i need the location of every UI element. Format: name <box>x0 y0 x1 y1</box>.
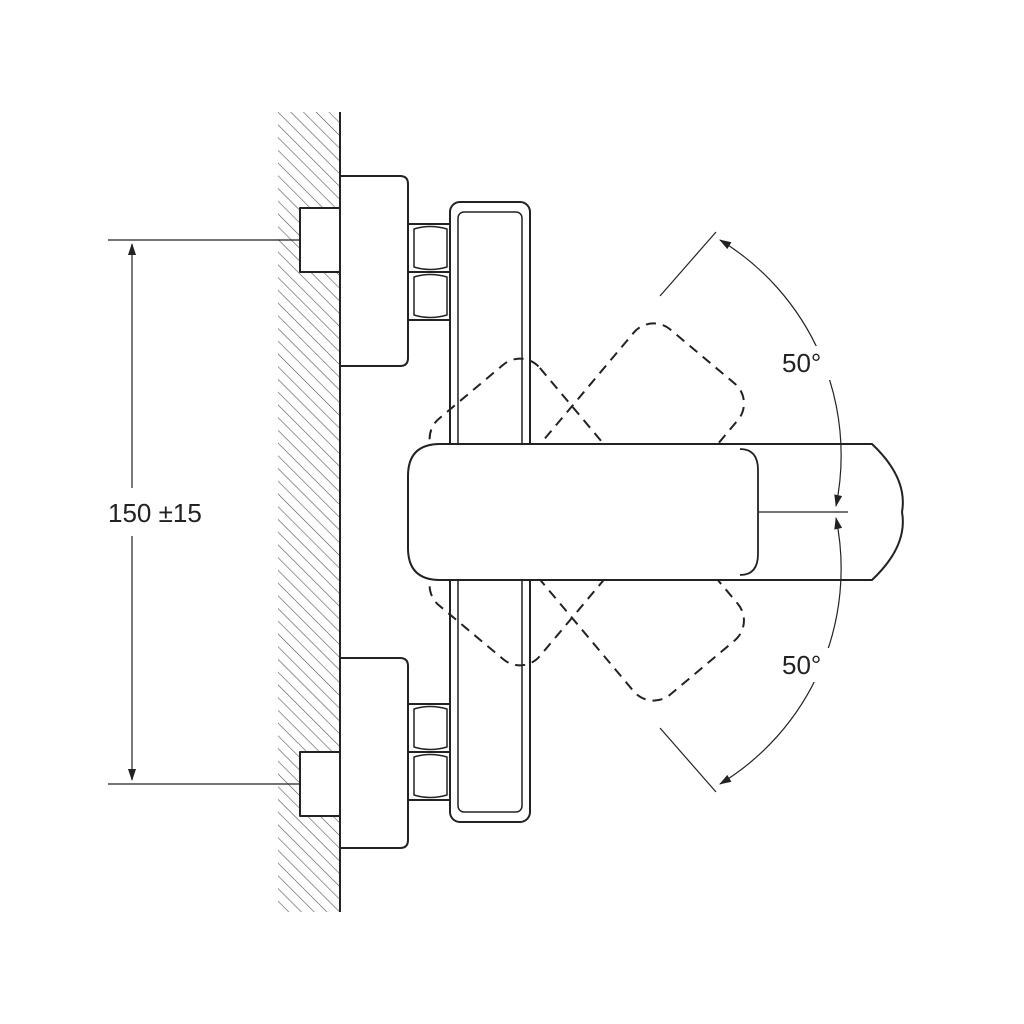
lower-wall-pipe <box>299 751 341 817</box>
spacing-dimension-label: 150 ±15 <box>108 498 202 528</box>
lower-angle-extension-line <box>659 727 717 793</box>
upper-escutcheon <box>339 175 409 367</box>
upper-wall-pipe <box>299 207 341 273</box>
upper-angle-label: 50° <box>782 348 821 378</box>
spacing-dimension <box>108 239 300 785</box>
upper-hex-nut <box>407 223 454 321</box>
lower-hex-nut <box>407 703 454 801</box>
lower-escutcheon <box>339 657 409 849</box>
upper-angle-extension-line <box>659 231 717 297</box>
upper-connection <box>299 175 454 367</box>
lever-central-position <box>407 443 904 581</box>
lower-connection <box>299 657 454 849</box>
lower-angle-label: 50° <box>782 650 821 680</box>
